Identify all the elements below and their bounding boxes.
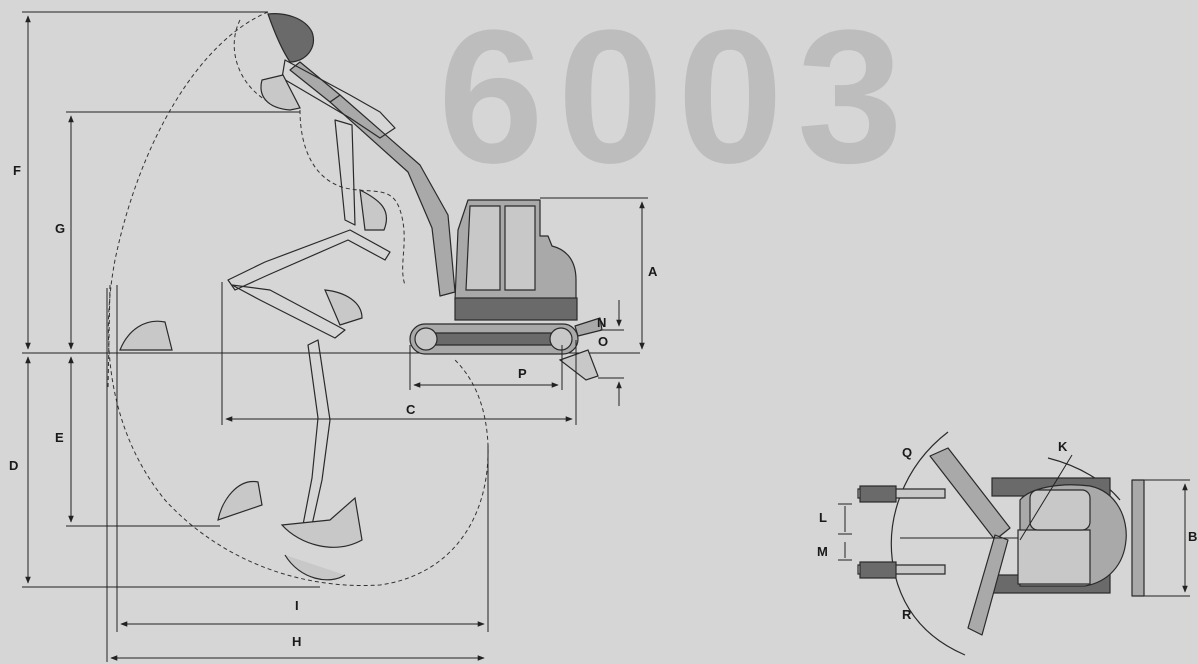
bucket-mid — [359, 188, 388, 231]
track-frame — [421, 332, 567, 346]
bucket-top-view-upper — [859, 485, 897, 503]
arm-deep-dig — [301, 339, 331, 531]
bucket-deep-reach — [217, 480, 263, 521]
dim-I-label: I — [295, 598, 299, 613]
cab-top — [1017, 529, 1091, 585]
dim-N-label: N — [597, 315, 606, 330]
engine-hood-top — [1029, 489, 1091, 531]
boom-offset-left — [929, 447, 1011, 541]
dim-E-label: E — [55, 430, 64, 445]
bucket-high — [267, 13, 314, 63]
dim-L-label: L — [819, 510, 827, 525]
working-envelope — [107, 11, 489, 587]
arm-vertical — [334, 119, 356, 226]
dim-P-label: P — [518, 366, 527, 381]
bucket-ground — [119, 320, 173, 351]
dim-O-label: O — [598, 334, 608, 349]
idler-wheel — [414, 327, 438, 351]
front-arc — [107, 284, 111, 391]
dim-M-label: M — [817, 544, 828, 559]
dim-H-label: H — [292, 634, 301, 649]
tail-swing-arc — [1047, 457, 1121, 501]
side-view: F G D E I H C P A — [9, 11, 658, 662]
model-number: 6003 — [438, 0, 917, 203]
bucket-high-curl — [260, 74, 301, 111]
dozer-blade-lowered — [558, 349, 599, 381]
attachment-positions — [119, 13, 396, 581]
dim-G-label: G — [55, 221, 65, 236]
cab-window-side — [504, 205, 536, 291]
dim-K-label: K — [1058, 439, 1068, 454]
top-arc — [233, 19, 276, 106]
dim-C-label: C — [406, 402, 416, 417]
dim-Q-label: Q — [902, 445, 912, 460]
bucket-lower-mid — [324, 289, 363, 326]
bucket-top-view-lower — [859, 561, 897, 579]
dim-R-label: R — [902, 607, 912, 622]
arm-mid-reach — [227, 229, 391, 291]
blade-top — [1131, 479, 1145, 597]
arm-high — [281, 59, 396, 139]
dim-A-label: A — [648, 264, 658, 279]
bucket-deep-curl — [284, 554, 346, 581]
dim-D-label: D — [9, 458, 18, 473]
arm-upper — [289, 61, 341, 103]
top-view: L M B Q K R — [817, 431, 1197, 656]
excavator-machine — [289, 61, 603, 381]
bucket-deep — [280, 496, 363, 548]
counterweight — [454, 297, 578, 321]
cab-window-front — [465, 205, 501, 291]
boom-offset-right — [967, 534, 1009, 636]
arm-mid-low — [231, 284, 346, 339]
dim-F-label: F — [13, 163, 21, 178]
dim-K-line — [1019, 454, 1073, 541]
sprocket-wheel — [549, 327, 573, 351]
dim-B-label: B — [1188, 529, 1197, 544]
inner-envelope — [299, 109, 406, 286]
